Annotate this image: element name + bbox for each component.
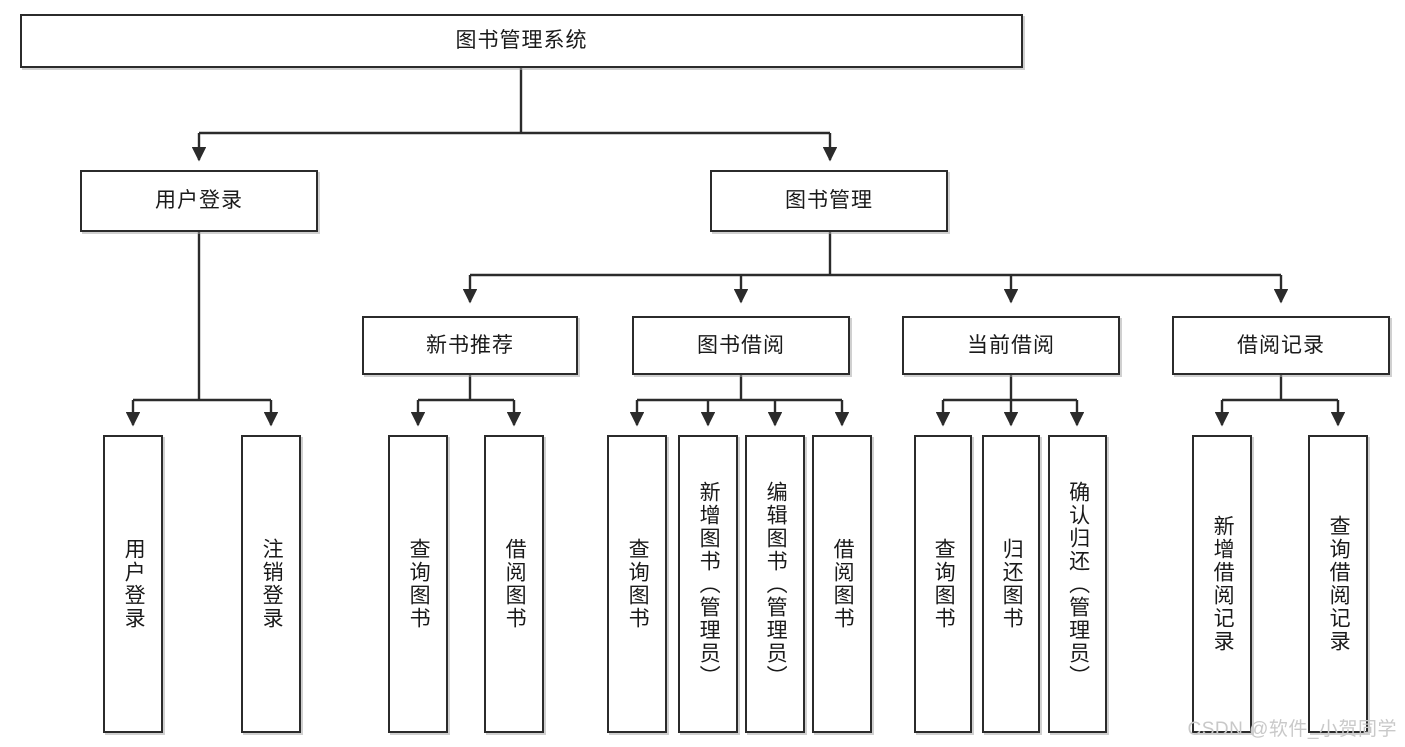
node-leaf-query-book-2[interactable]: 查询图书 [607, 435, 667, 733]
node-user-login-label: 用户登录 [155, 189, 243, 213]
node-leaf-user-logout[interactable]: 注销登录 [241, 435, 301, 733]
node-leaf-query-book-2-label: 查询图书 [626, 538, 650, 630]
node-leaf-borrow-book-1[interactable]: 借阅图书 [484, 435, 544, 733]
node-root-label: 图书管理系统 [455, 29, 588, 53]
node-book-manage[interactable]: 图书管理 [710, 170, 948, 232]
node-leaf-query-book-1[interactable]: 查询图书 [388, 435, 448, 733]
node-leaf-confirm-return-label: 确认归还（管理员） [1066, 480, 1090, 688]
node-leaf-query-record-label: 查询借阅记录 [1327, 515, 1351, 653]
node-current-borrow-label: 当前借阅 [967, 333, 1055, 357]
node-leaf-user-login-label: 用户登录 [122, 538, 146, 630]
node-user-login[interactable]: 用户登录 [80, 170, 318, 232]
node-leaf-add-record[interactable]: 新增借阅记录 [1192, 435, 1252, 733]
node-leaf-borrow-book-2[interactable]: 借阅图书 [812, 435, 872, 733]
node-borrow-record-label: 借阅记录 [1237, 333, 1325, 357]
node-leaf-user-login[interactable]: 用户登录 [103, 435, 163, 733]
node-leaf-add-book[interactable]: 新增图书（管理员） [678, 435, 738, 733]
node-leaf-borrow-book-1-label: 借阅图书 [503, 538, 527, 630]
node-leaf-edit-book-label: 编辑图书（管理员） [764, 480, 788, 688]
node-leaf-query-book-1-label: 查询图书 [407, 538, 431, 630]
watermark-text: CSDN @软件_小贺同学 [1187, 719, 1397, 740]
node-book-manage-label: 图书管理 [785, 189, 873, 213]
node-borrow-record[interactable]: 借阅记录 [1172, 316, 1390, 375]
node-new-book-recommend[interactable]: 新书推荐 [362, 316, 578, 375]
node-leaf-query-record[interactable]: 查询借阅记录 [1308, 435, 1368, 733]
node-leaf-confirm-return[interactable]: 确认归还（管理员） [1048, 435, 1107, 733]
node-leaf-return-book-label: 归还图书 [1000, 538, 1024, 630]
node-new-book-recommend-label: 新书推荐 [426, 333, 514, 357]
node-leaf-return-book[interactable]: 归还图书 [982, 435, 1040, 733]
node-leaf-add-book-label: 新增图书（管理员） [697, 480, 721, 688]
node-leaf-query-book-3[interactable]: 查询图书 [914, 435, 972, 733]
node-leaf-borrow-book-2-label: 借阅图书 [831, 538, 855, 630]
node-book-borrow[interactable]: 图书借阅 [632, 316, 850, 375]
node-root[interactable]: 图书管理系统 [20, 14, 1023, 68]
node-leaf-edit-book[interactable]: 编辑图书（管理员） [745, 435, 805, 733]
node-leaf-user-logout-label: 注销登录 [260, 538, 284, 630]
node-leaf-query-book-3-label: 查询图书 [932, 538, 956, 630]
node-leaf-add-record-label: 新增借阅记录 [1211, 515, 1235, 653]
node-book-borrow-label: 图书借阅 [697, 333, 785, 357]
node-current-borrow[interactable]: 当前借阅 [902, 316, 1120, 375]
